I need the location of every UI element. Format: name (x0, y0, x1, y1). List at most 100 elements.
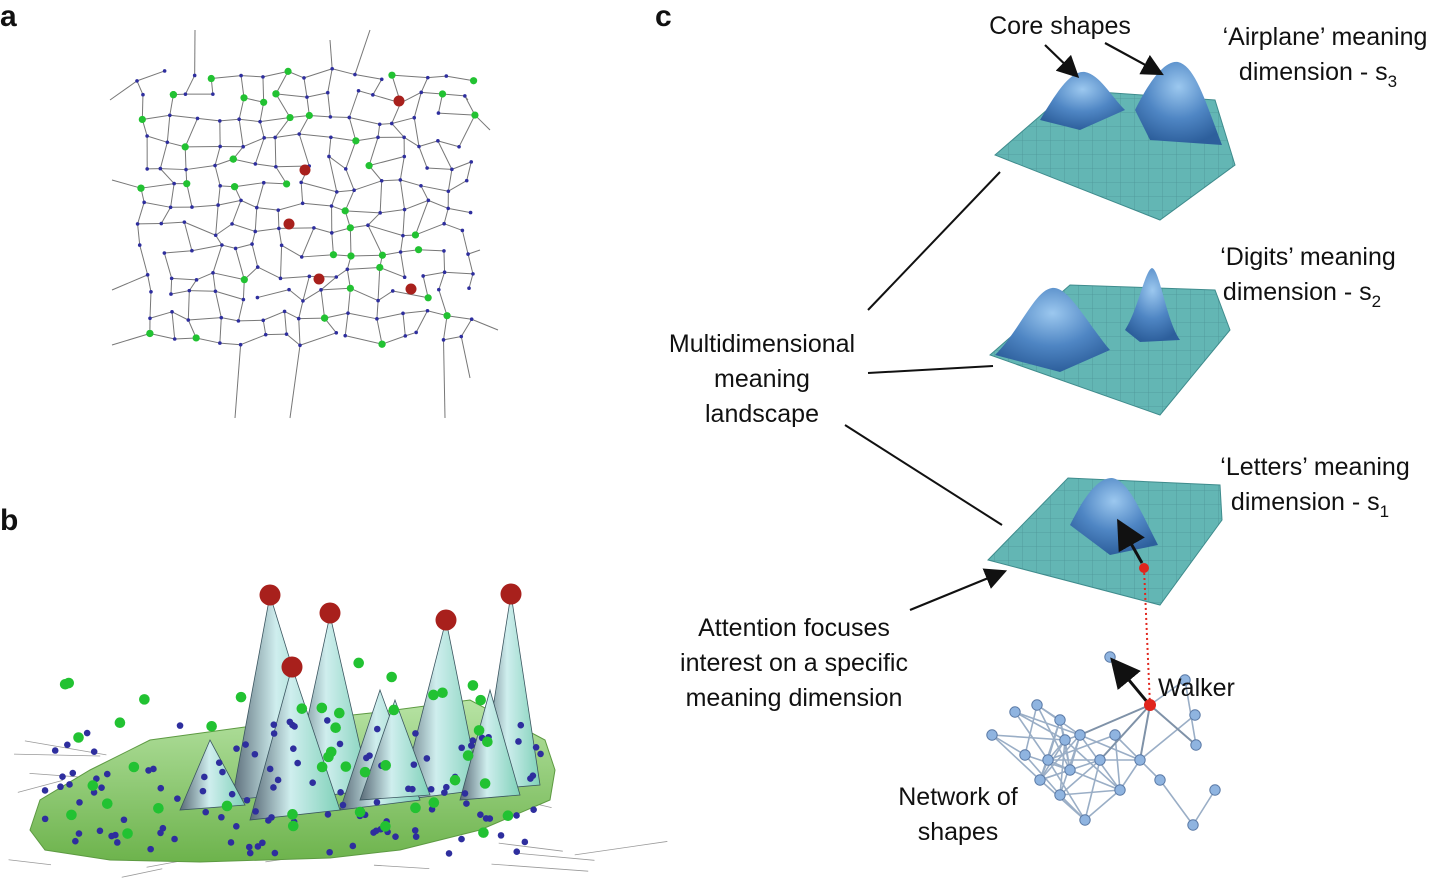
green-landscape-node (380, 760, 391, 771)
network-edge (344, 190, 355, 212)
network-edge (256, 207, 279, 211)
network-edge (147, 274, 152, 292)
network-edge (240, 199, 257, 209)
landscape-node (259, 839, 266, 847)
green-landscape-node (478, 827, 489, 838)
network-edge (350, 254, 383, 257)
green-landscape-node (462, 750, 474, 761)
network-edge (289, 345, 301, 419)
network-edge (169, 114, 198, 119)
network-edge (461, 230, 469, 255)
network-edge (367, 225, 383, 256)
landscape-node (252, 808, 259, 815)
network-edge (466, 161, 472, 181)
network-edge (188, 317, 222, 321)
network-edge (413, 117, 420, 147)
green-node (438, 90, 447, 98)
network-node (253, 229, 258, 234)
network-edge (327, 92, 331, 117)
green-landscape-node (235, 691, 247, 703)
shape-node (1031, 699, 1043, 711)
network-node (239, 198, 243, 203)
network-edge (263, 310, 285, 321)
network-node (192, 73, 197, 78)
network-edge (241, 75, 263, 78)
shape-node (1064, 764, 1076, 776)
green-node (414, 246, 423, 254)
network-edge (184, 75, 196, 95)
network-node (398, 250, 403, 254)
background-edge (373, 864, 430, 870)
green-landscape-node (380, 821, 391, 832)
network-edge (262, 320, 267, 335)
network-node (278, 276, 283, 281)
landscape-node (268, 814, 275, 821)
shape-network-edge (1119, 759, 1141, 791)
network-node (135, 79, 139, 83)
green-node (471, 111, 479, 119)
network-edge (163, 252, 173, 279)
network-edge (159, 168, 175, 184)
network-edge (345, 140, 357, 170)
network-node (307, 274, 312, 279)
network-edge (358, 90, 373, 96)
letters-label-line1: ‘Letters’ meaning (1220, 453, 1409, 481)
landscape-node (72, 837, 79, 845)
network-node (376, 135, 380, 140)
network-node (436, 111, 441, 115)
network-edge (467, 249, 481, 255)
network-node (398, 178, 403, 182)
network-edge (146, 135, 168, 143)
landscape-node (497, 832, 505, 839)
network-node (417, 144, 421, 149)
network-edge (299, 133, 331, 138)
network-edge (191, 204, 219, 208)
network-edge (219, 342, 241, 346)
network-edges (109, 29, 499, 419)
network-node (255, 295, 260, 300)
network-edge (136, 80, 144, 95)
network-node (375, 317, 379, 321)
network-node (148, 316, 152, 321)
landscape-node (75, 830, 83, 837)
shape-node (1134, 754, 1146, 766)
network-node (218, 144, 222, 149)
network-edge (391, 123, 405, 138)
network-node (261, 318, 266, 323)
network-node (425, 75, 430, 80)
green-node (347, 252, 355, 260)
shape-node (1042, 754, 1054, 766)
network-edge (405, 331, 417, 337)
network-node (158, 166, 163, 171)
network-edge (303, 68, 333, 79)
network-edge (211, 75, 242, 80)
network-node (390, 289, 395, 293)
network-node (468, 210, 473, 215)
network-node (459, 334, 464, 339)
network-edge (184, 118, 198, 148)
network-edge (111, 332, 151, 346)
network-edge (274, 117, 291, 138)
red-peak-node (281, 656, 303, 678)
landscape-node (445, 850, 453, 857)
background-edge (574, 841, 668, 856)
network-node (402, 135, 406, 140)
network-edge (413, 92, 422, 118)
network-edge (443, 315, 448, 340)
network-node (279, 243, 284, 248)
network-edge (197, 117, 220, 122)
network-edge (349, 227, 352, 256)
network-node (172, 337, 177, 341)
core-shape-arrow-left (1044, 44, 1080, 79)
network-node (250, 242, 254, 246)
network-node (170, 309, 174, 314)
network-edge (298, 133, 310, 167)
digits-label-line2: dimension - s2 (1223, 278, 1381, 311)
network-edge (306, 92, 328, 98)
landscape-node (120, 816, 128, 824)
network-edge (460, 336, 471, 379)
landscape-node (527, 775, 534, 782)
network-edge (254, 137, 265, 165)
digits-peak-right (1125, 268, 1180, 342)
network-node (419, 90, 424, 95)
